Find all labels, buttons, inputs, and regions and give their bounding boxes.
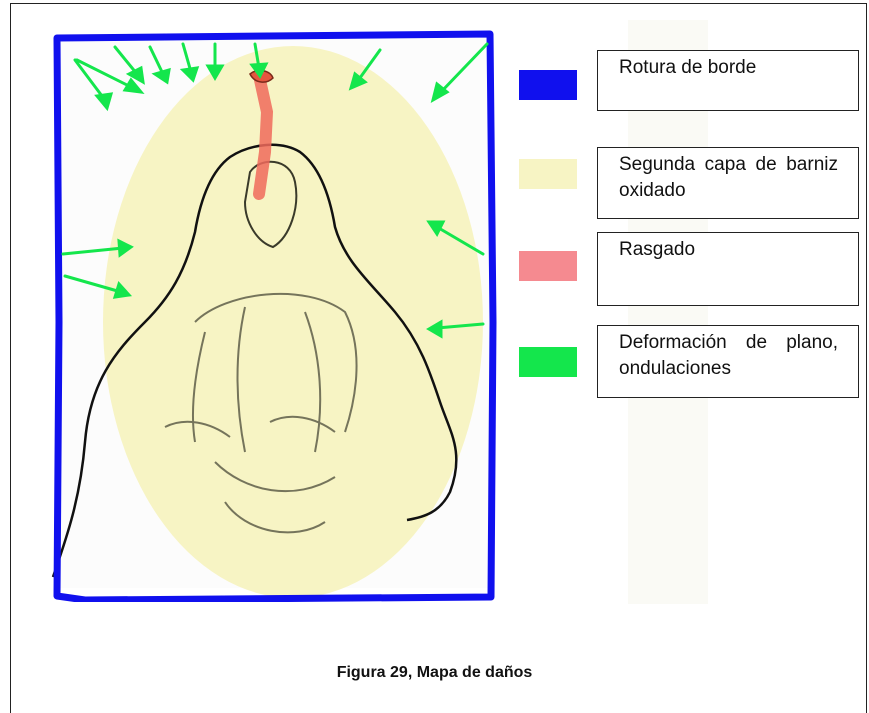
legend-label-deformation: Deformación de plano, ondulaciones xyxy=(597,325,859,398)
damage-map xyxy=(45,22,505,602)
legend-swatch-deformation xyxy=(519,347,577,377)
legend-swatch-tear xyxy=(519,251,577,281)
figure-caption: Figura 29, Mapa de daños xyxy=(0,664,869,682)
legend-swatch-border-break xyxy=(519,70,577,100)
legend-label-border-break: Rotura de borde xyxy=(597,50,859,111)
legend-swatch-varnish xyxy=(519,159,577,189)
legend-label-varnish: Segunda capa de barniz oxidado xyxy=(597,147,859,219)
tear-mark xyxy=(259,80,267,194)
legend-label-tear: Rasgado xyxy=(597,232,859,306)
